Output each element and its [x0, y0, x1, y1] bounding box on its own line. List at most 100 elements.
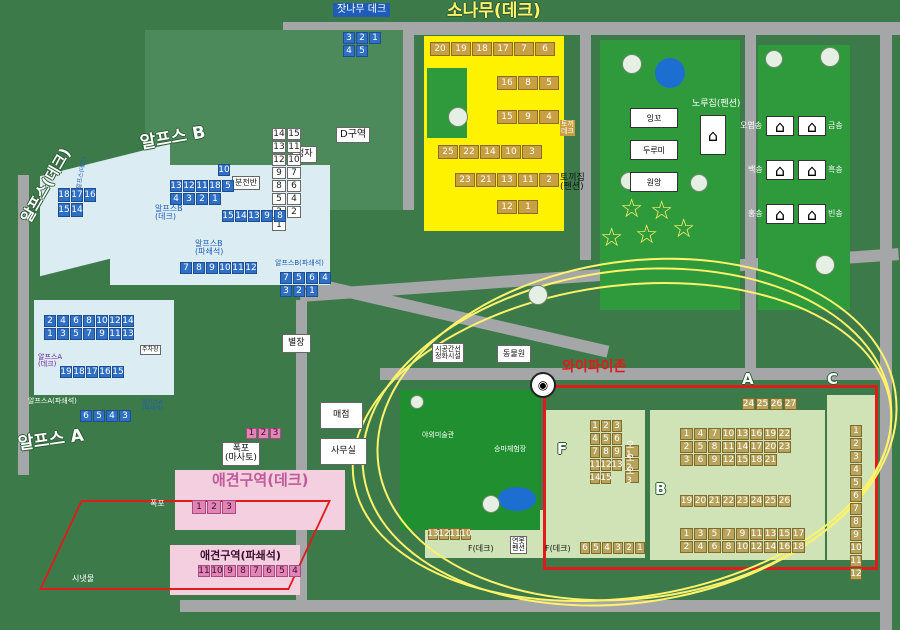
campsite-pad-pine-row6[interactable]: 12: [497, 200, 517, 214]
campsite-pad-f-zone[interactable]: 7: [590, 446, 600, 458]
campsite-pad-d-zone[interactable]: 8: [272, 180, 286, 192]
cabin-baeksong-icon[interactable]: ⌂: [766, 160, 794, 180]
campsite-pad-alps-b-grass[interactable]: 9: [261, 210, 273, 222]
campsite-pad-alps-b-deck[interactable]: 5: [222, 180, 234, 192]
campsite-pad-pet-gravel[interactable]: 8: [237, 565, 249, 577]
campsite-pad-alps-b-deck[interactable]: 18: [209, 180, 221, 192]
campsite-pad-alps-b-deck[interactable]: 13: [170, 180, 182, 192]
campsite-pad-f-zone[interactable]: 6: [612, 433, 622, 445]
campsite-pad-pet-deck[interactable]: 1: [192, 500, 206, 514]
cabin-geumsong-icon[interactable]: ⌂: [798, 116, 826, 136]
campsite-pad-zone-b-grid[interactable]: 10: [736, 541, 749, 553]
campsite-pad-zone-a-grid[interactable]: 6: [694, 454, 707, 466]
campsite-pad-zone-c[interactable]: 5: [850, 477, 862, 489]
campsite-pad-zone-a-grid[interactable]: 12: [722, 454, 735, 466]
campsite-pad-pine-row5[interactable]: 21: [476, 173, 496, 187]
campsite-pad-pet-deck[interactable]: 2: [207, 500, 221, 514]
cabin-hongsong[interactable]: 홍송: [748, 209, 763, 218]
campsite-pad-alps-b-gravel[interactable]: 2: [293, 285, 305, 297]
campsite-pad-waterfall[interactable]: 3: [270, 428, 281, 439]
campsite-pad-alps-a-grid[interactable]: 10: [96, 315, 108, 327]
campsite-pad-zone-b-grid[interactable]: 4: [694, 541, 707, 553]
campsite-pad-f-zone[interactable]: 1: [590, 420, 600, 432]
campsite-pad-f-zone[interactable]: 8: [601, 446, 611, 458]
campsite-pad-zone-a-grid[interactable]: 9: [708, 454, 721, 466]
campsite-pad-f-zone[interactable]: 3: [612, 420, 622, 432]
campsite-pad-f-deck-right[interactable]: 5: [591, 542, 601, 554]
campsite-pad-d-zone[interactable]: 5: [272, 193, 286, 205]
cabin-baeksong[interactable]: 백송: [748, 165, 763, 174]
campsite-pad-alps-b-gravel[interactable]: 1: [306, 285, 318, 297]
campsite-pad-pine-row1[interactable]: 17: [493, 42, 513, 56]
campsite-pad-alps-b-row[interactable]: 10: [219, 262, 231, 274]
campsite-pad-d-zone[interactable]: 6: [287, 180, 301, 192]
campsite-pad-zone-a-top[interactable]: 24: [742, 398, 755, 410]
campsite-pad-pine-row4[interactable]: 10: [501, 145, 521, 159]
campsite-pad-zone-a-grid[interactable]: 21: [764, 454, 777, 466]
campsite-pad-jaetnamu[interactable]: 5: [356, 45, 368, 57]
campsite-pad-zone-b-top[interactable]: 23: [736, 495, 749, 507]
cabin-hongsong-icon[interactable]: ⌂: [766, 204, 794, 224]
campsite-pad-zone-a-grid[interactable]: 4: [694, 428, 707, 440]
campsite-pad-zone-c[interactable]: 4: [850, 464, 862, 476]
campsite-pad-alps-b-top[interactable]: 10: [218, 164, 230, 176]
campsite-pad-f-deck-left[interactable]: 11: [449, 528, 461, 540]
campsite-pad-alps-a-grid[interactable]: 4: [57, 315, 69, 327]
campsite-pad-f-oh[interactable]: 오2: [625, 455, 639, 473]
campsite-pad-zone-b-grid[interactable]: 11: [750, 528, 763, 540]
campsite-pad-alps-b-deck[interactable]: 1: [209, 193, 221, 205]
campsite-pad-zone-a-grid[interactable]: 20: [764, 441, 777, 453]
campsite-pad-jaetnamu[interactable]: 1: [369, 32, 381, 44]
campsite-pad-zone-c[interactable]: 2: [850, 438, 862, 450]
campsite-pad-alps-a-gravel[interactable]: 3: [119, 410, 131, 422]
campsite-pad-d-zone[interactable]: 12: [272, 154, 286, 166]
campsite-pad-alps-a-grid[interactable]: 5: [70, 328, 82, 340]
campsite-pad-zone-a-top[interactable]: 27: [784, 398, 797, 410]
campsite-pad-pet-gravel[interactable]: 11: [198, 565, 210, 577]
campsite-pad-zone-a-grid[interactable]: 22: [778, 428, 791, 440]
campsite-pad-zone-b-top[interactable]: 20: [694, 495, 707, 507]
campsite-pad-alps-b-row[interactable]: 8: [193, 262, 205, 274]
campsite-pad-zone-a-grid[interactable]: 3: [680, 454, 693, 466]
campsite-pad-zone-a-grid[interactable]: 7: [708, 428, 721, 440]
campsite-pad-f-zone[interactable]: 15: [600, 472, 612, 484]
campsite-pad-pine-row4[interactable]: 3: [522, 145, 542, 159]
campsite-pad-alps-b-grass[interactable]: 13: [248, 210, 260, 222]
campsite-pad-zone-c[interactable]: 11: [850, 555, 862, 567]
campsite-pad-zone-a-grid[interactable]: 2: [680, 441, 693, 453]
campsite-pad-zone-b-grid[interactable]: 8: [722, 541, 735, 553]
campsite-pad-jaetnamu[interactable]: 3: [343, 32, 355, 44]
campsite-pad-f-deck-left[interactable]: 13: [427, 528, 439, 540]
campsite-pad-f-zone[interactable]: 5: [601, 433, 611, 445]
campsite-pad-alps-b-gravel[interactable]: 4: [319, 272, 331, 284]
campsite-pad-alps-a-grid[interactable]: 11: [109, 328, 121, 340]
campsite-pad-zone-b-grid[interactable]: 13: [764, 528, 777, 540]
campsite-pad-alps-b-deck[interactable]: 3: [183, 193, 195, 205]
campsite-pad-zone-c[interactable]: 8: [850, 516, 862, 528]
campsite-pad-zone-c[interactable]: 7: [850, 503, 862, 515]
campsite-pad-zone-b-grid[interactable]: 16: [778, 541, 791, 553]
campsite-pad-alps-a-gravel[interactable]: 5: [93, 410, 105, 422]
campsite-pad-alps-deck[interactable]: 16: [84, 188, 96, 202]
campsite-pad-jaetnamu[interactable]: 2: [356, 32, 368, 44]
campsite-pad-zone-b-grid[interactable]: 2: [680, 541, 693, 553]
campsite-pad-jaetnamu[interactable]: 4: [343, 45, 355, 57]
campsite-pad-alps-deck[interactable]: 17: [71, 188, 83, 202]
campsite-pad-zone-b-grid[interactable]: 14: [764, 541, 777, 553]
campsite-pad-zone-b-top[interactable]: 24: [750, 495, 763, 507]
cabin-oyeopsong[interactable]: 오엽송: [740, 121, 763, 130]
campsite-pad-alps-b-deck[interactable]: 11: [196, 180, 208, 192]
campsite-pad-zone-a-grid[interactable]: 16: [750, 428, 763, 440]
campsite-pad-alps-a-deck[interactable]: 17: [86, 366, 98, 378]
campsite-pad-zone-b-top[interactable]: 26: [778, 495, 791, 507]
campsite-pad-pine-row5[interactable]: 13: [497, 173, 517, 187]
campsite-pad-zone-b-grid[interactable]: 6: [708, 541, 721, 553]
campsite-pad-f-zone[interactable]: 11: [589, 459, 601, 471]
campsite-pad-d-zone[interactable]: 13: [272, 141, 286, 153]
campsite-pad-f-zone[interactable]: 4: [590, 433, 600, 445]
campsite-pad-zone-c[interactable]: 3: [850, 451, 862, 463]
campsite-pad-alps-b-row[interactable]: 9: [206, 262, 218, 274]
campsite-pad-d-zone[interactable]: 10: [287, 154, 301, 166]
campsite-pad-zone-b-top[interactable]: 25: [764, 495, 777, 507]
campsite-pad-f-zone[interactable]: 9: [612, 446, 622, 458]
